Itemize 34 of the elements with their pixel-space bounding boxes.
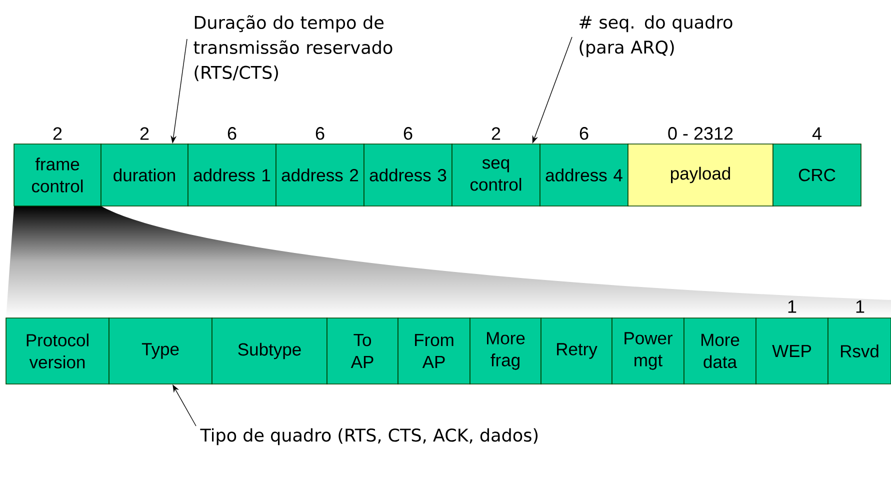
field-size: 6: [580, 127, 588, 140]
annotation: # seq. do quadro (para ARQ): [580, 15, 732, 58]
field-box: Subtype: [212, 318, 328, 384]
field-box: WEP: [756, 318, 828, 384]
field-box: duration: [100, 144, 188, 206]
field-size: 1: [856, 300, 864, 313]
field-size: 6: [316, 127, 324, 140]
field-size: 0 - 2312: [668, 127, 733, 140]
field-box: address 3: [364, 144, 452, 206]
field-box: frame control: [14, 144, 102, 206]
field-size: 6: [228, 127, 236, 140]
field-box: address 2: [276, 144, 364, 206]
field-size: 2: [492, 127, 500, 140]
field-box: More frag: [470, 318, 542, 384]
field-size: 2: [53, 127, 62, 140]
field-box: Protocol version: [6, 318, 110, 384]
field-size: 1: [788, 300, 796, 313]
field-size: 6: [404, 127, 412, 140]
field-box: address 1: [188, 144, 276, 206]
field-size: 2: [140, 127, 149, 140]
annotation: Duração do tempo de transmissão reservado (RTS/CTS): [194, 15, 392, 82]
field-box: Type: [108, 318, 212, 384]
field-box: Power mgt: [612, 318, 684, 384]
field-box: To AP: [326, 318, 398, 384]
field-box: Retry: [540, 318, 612, 384]
field-box: CRC: [772, 144, 862, 206]
field-box: address 4: [540, 144, 628, 206]
field-size: 4: [812, 127, 822, 140]
field-box: payload: [628, 144, 774, 206]
field-box: Rsvd: [828, 318, 891, 384]
field-box: From AP: [398, 318, 470, 384]
annotation: Tipo de quadro (RTS, CTS, ACK, dados): [200, 428, 538, 446]
field-box: More data: [684, 318, 756, 384]
field-box: seq control: [452, 144, 540, 206]
